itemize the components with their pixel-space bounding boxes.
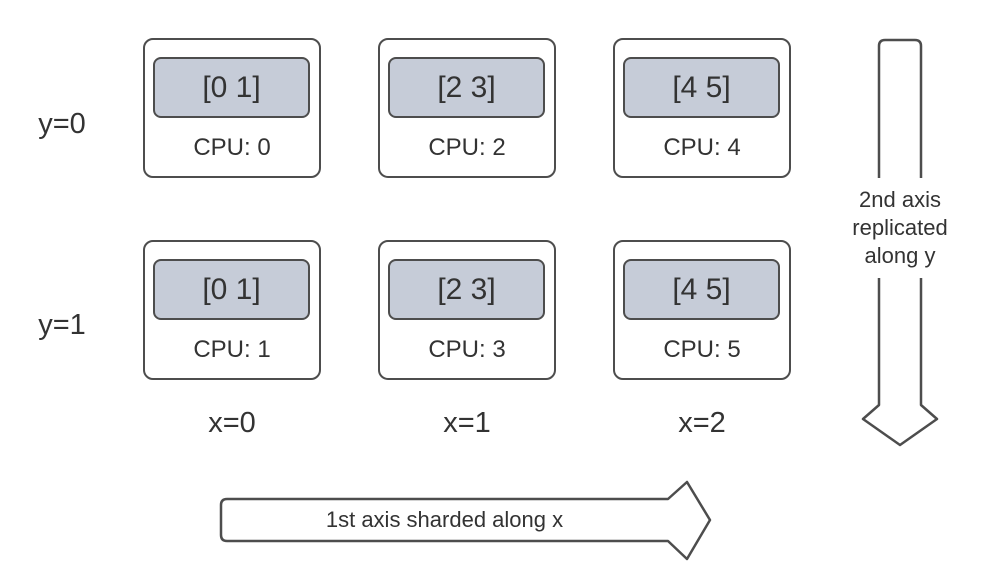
device-box-cpu0: [0 1] CPU: 0: [143, 38, 321, 178]
device-box-cpu1: [0 1] CPU: 1: [143, 240, 321, 380]
col-label-x0: x=0: [208, 407, 256, 439]
device-box-cpu4: [4 5] CPU: 4: [613, 38, 791, 178]
row-label-y1: y=1: [38, 309, 86, 341]
col-label-x1: x=1: [443, 407, 491, 439]
cpu-label: CPU: 0: [193, 134, 271, 161]
shard-chip: [2 3]: [388, 57, 545, 118]
shard-chip: [2 3]: [388, 259, 545, 320]
shard-chip: [0 1]: [153, 259, 310, 320]
y-axis-arrow-label: 2nd axis replicated along y: [825, 178, 975, 278]
col-label-x2: x=2: [678, 407, 726, 439]
device-box-cpu2: [2 3] CPU: 2: [378, 38, 556, 178]
shard-chip: [4 5]: [623, 259, 780, 320]
cpu-label: CPU: 2: [428, 134, 506, 161]
shard-chip: [0 1]: [153, 57, 310, 118]
device-box-cpu5: [4 5] CPU: 5: [613, 240, 791, 380]
x-axis-arrow: [219, 480, 712, 561]
cpu-label: CPU: 3: [428, 336, 506, 363]
cpu-label: CPU: 5: [663, 336, 741, 363]
y-axis-arrow-label-line: along y: [864, 243, 936, 268]
shard-chip: [4 5]: [623, 57, 780, 118]
row-label-y0: y=0: [38, 108, 86, 140]
cpu-label: CPU: 4: [663, 134, 741, 161]
x-axis-arrow-label: 1st axis sharded along x: [325, 507, 564, 532]
y-axis-arrow-label-line: 2nd axis: [859, 187, 941, 212]
device-box-cpu3: [2 3] CPU: 3: [378, 240, 556, 380]
y-axis-arrow-label-line: replicated: [852, 215, 948, 240]
cpu-label: CPU: 1: [193, 336, 271, 363]
